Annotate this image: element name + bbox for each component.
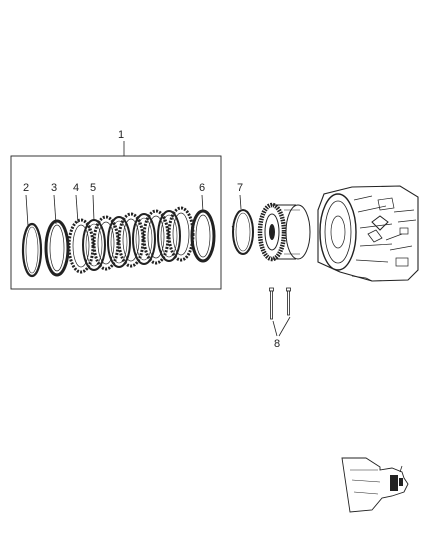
callout-2: 2 [23, 182, 29, 194]
bolt [269, 287, 274, 320]
callout-5: 5 [90, 182, 96, 194]
leader-line-5 [92, 194, 95, 222]
pressure-plate [44, 219, 70, 277]
leader-line-4 [75, 194, 79, 224]
seal-ring [231, 209, 254, 255]
clutch-disc-stack [67, 206, 195, 274]
leader-line-2 [25, 194, 29, 227]
leader-line-6 [201, 194, 204, 213]
clutch-pack-group-box [10, 155, 222, 290]
callout-4: 4 [73, 182, 79, 194]
snap-ring [21, 222, 43, 278]
transmission-case [317, 185, 419, 282]
clutch-drum [257, 202, 311, 262]
leader-line-8b [278, 316, 291, 337]
reaction-plate [190, 209, 216, 263]
bolt [286, 287, 291, 316]
leader-line-7 [239, 194, 242, 210]
callout-3: 3 [51, 182, 57, 194]
callout-1: 1 [118, 129, 124, 141]
callout-8: 8 [274, 338, 280, 350]
leader-line-3 [53, 194, 57, 225]
callout-6: 6 [199, 182, 205, 194]
leader-line-8a [272, 320, 278, 337]
locator-thumbnail [341, 457, 409, 513]
callout-7: 7 [237, 182, 243, 194]
